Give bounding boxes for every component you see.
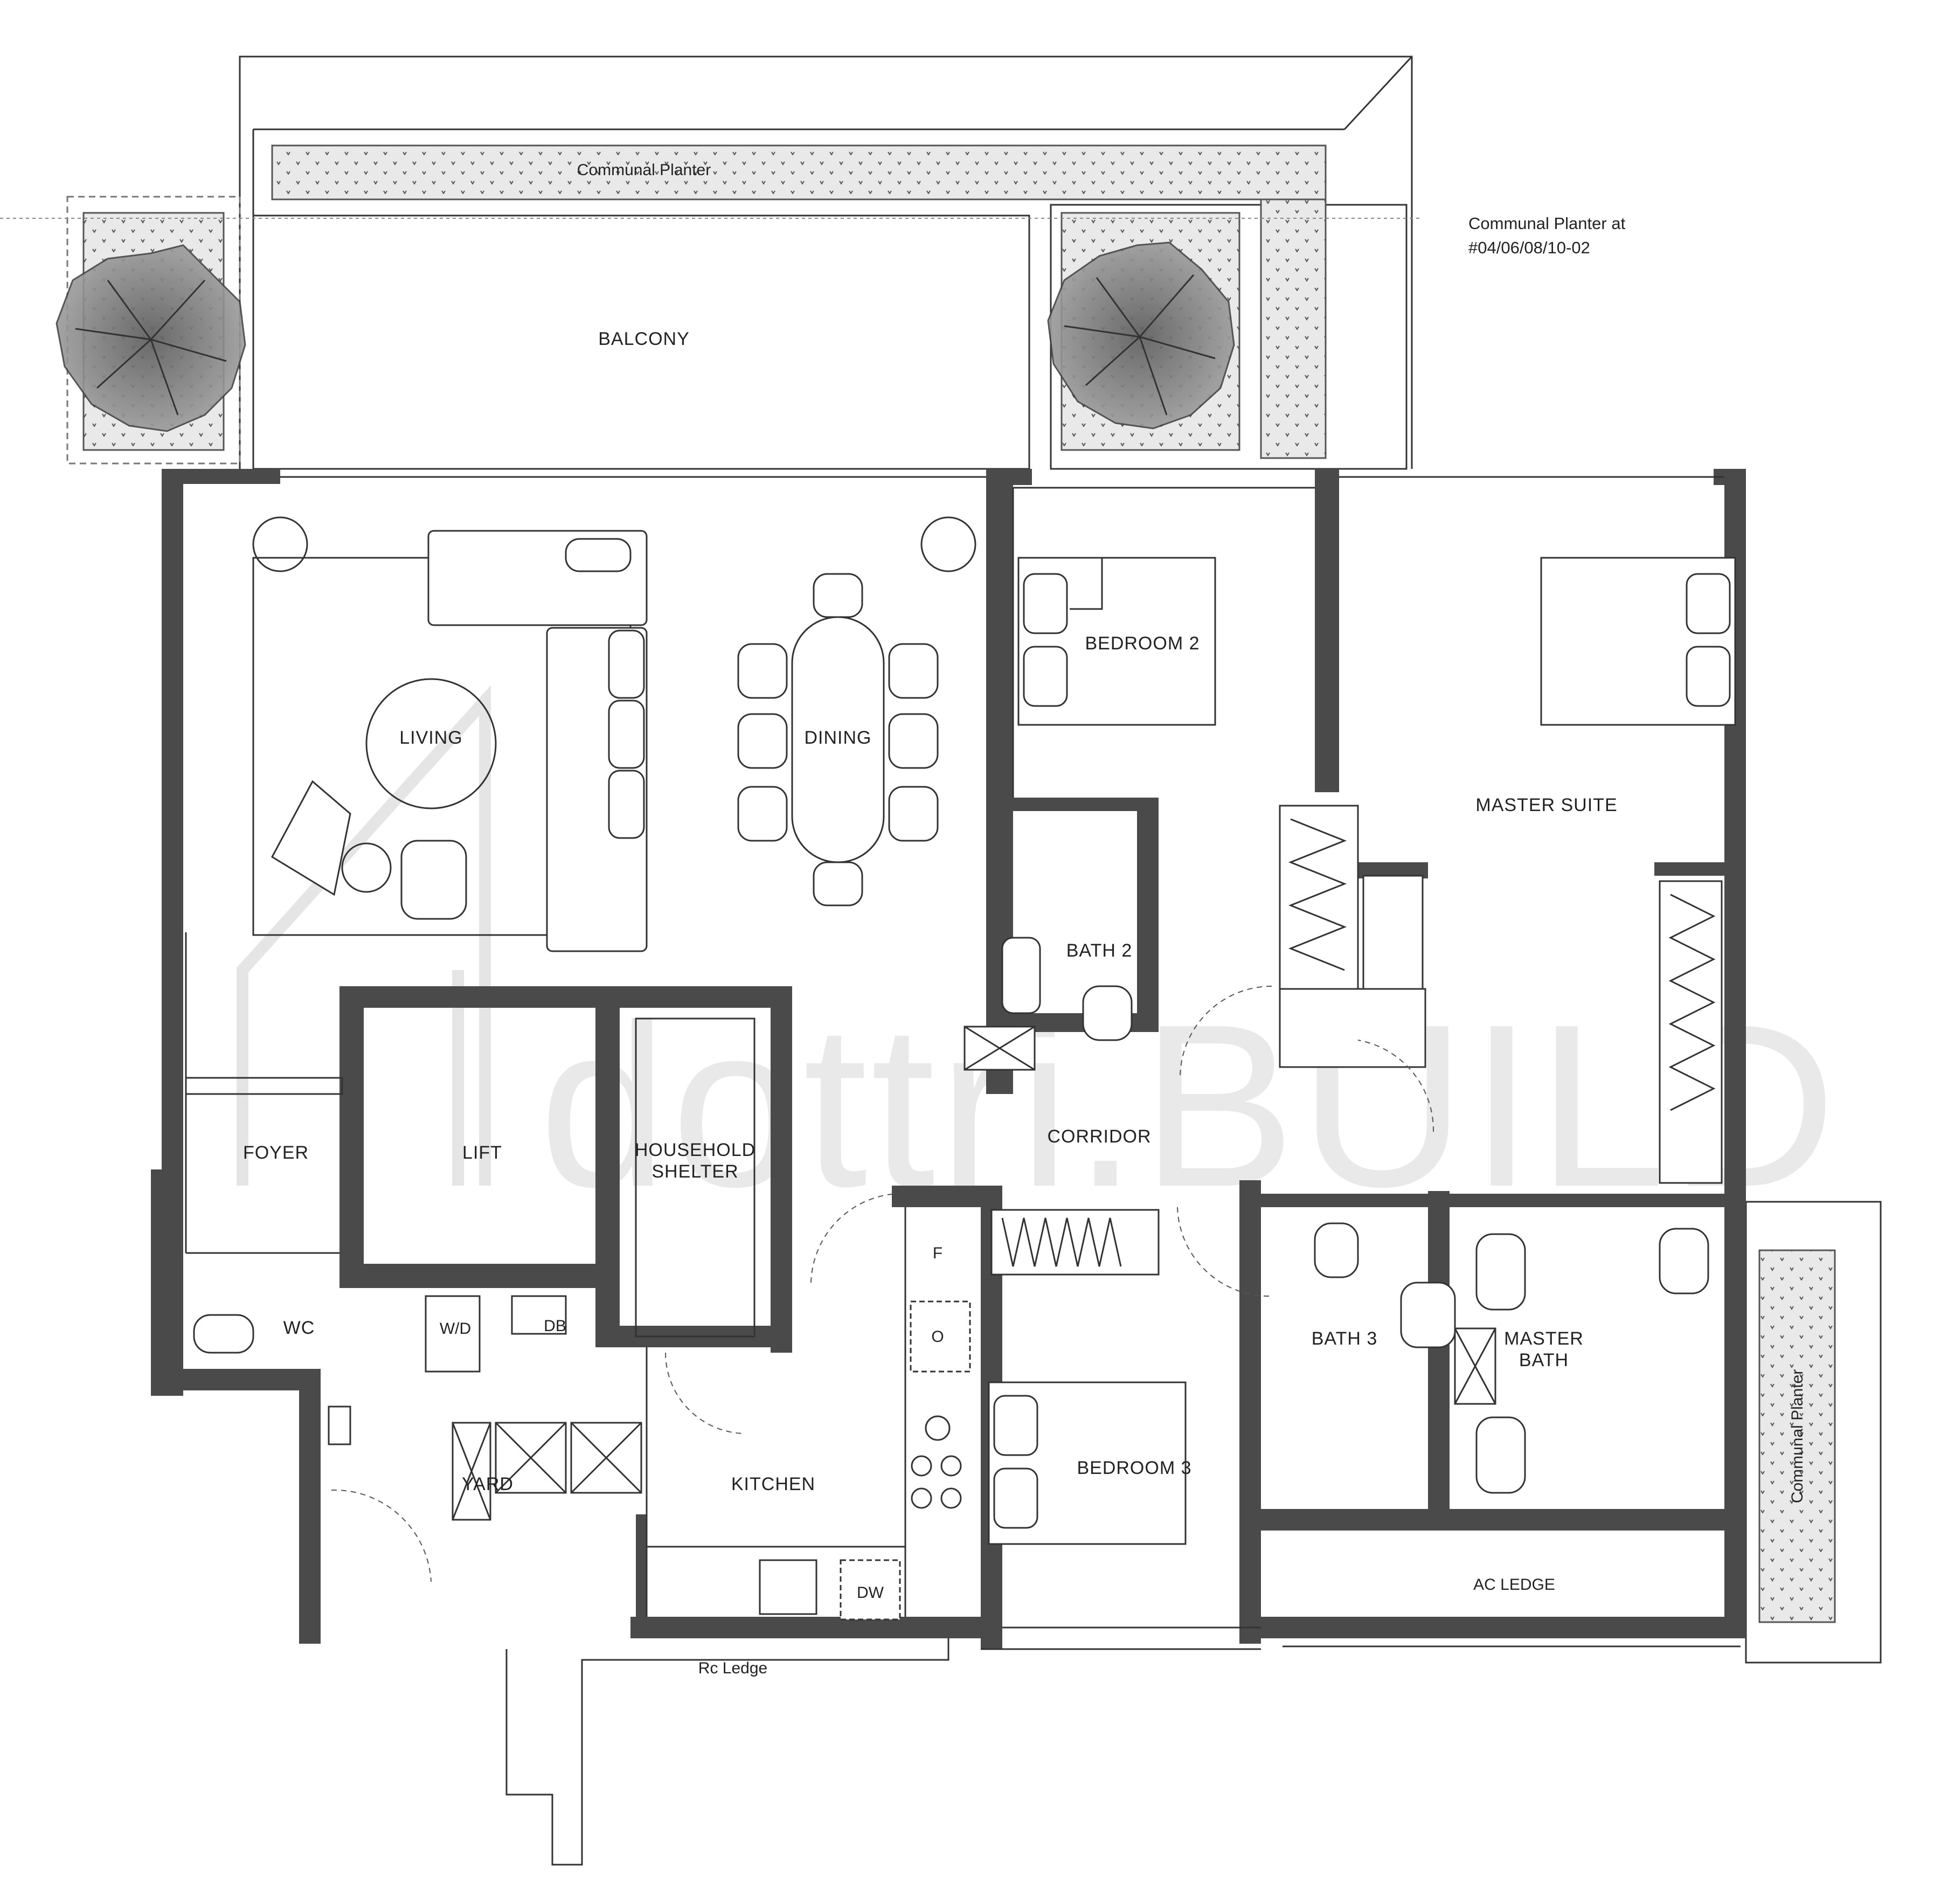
note-communal-planter-ref-line2: #04/06/08/10-02	[1468, 238, 1590, 257]
room-label-wc: WC	[283, 1318, 315, 1338]
tree-icon	[1047, 241, 1235, 430]
fixture-label-fridge: F	[933, 1244, 942, 1262]
room-label-foyer: FOYER	[243, 1143, 309, 1163]
room-label-ac-ledge: AC LEDGE	[1473, 1576, 1555, 1594]
bed-icon	[1540, 557, 1736, 726]
fixture-label-db: DB	[544, 1317, 566, 1335]
room-label-bedroom-2: BEDROOM 2	[1085, 633, 1200, 654]
room-label-household-shelter-line1: HOUSEHOLD	[635, 1140, 755, 1160]
note-rc-ledge: Rc Ledge	[698, 1659, 767, 1677]
room-label-bath-2: BATH 2	[1066, 940, 1133, 961]
fixture-label-washer-dryer: W/D	[440, 1320, 471, 1338]
room-label-household-shelter-line2: SHELTER	[651, 1161, 738, 1182]
dining-table	[737, 573, 939, 906]
fixture-label-oven: O	[931, 1328, 944, 1346]
room-labels: BALCONY LIVING DINING BEDROOM 2 MASTER S…	[243, 329, 1617, 1594]
room-label-living: LIVING	[399, 728, 462, 748]
tree-icon	[56, 244, 246, 432]
notes: Communal Planter Communal Planter at #04…	[577, 161, 1806, 1677]
bed-icon	[1017, 557, 1216, 726]
room-label-master-suite: MASTER SUITE	[1475, 795, 1617, 815]
door-swings	[331, 986, 1434, 1582]
note-communal-planter-top: Communal Planter	[577, 161, 711, 179]
walls	[151, 469, 1746, 1649]
note-communal-planter-ref-line1: Communal Planter at	[1468, 214, 1626, 233]
room-label-kitchen: KITCHEN	[731, 1474, 815, 1494]
armchair-icon	[271, 780, 467, 920]
room-label-dining: DINING	[805, 728, 872, 748]
communal-planter-right	[1745, 1201, 1882, 1664]
room-label-yard: YARD	[462, 1474, 514, 1494]
fixture-labels: W/D DB F O DW	[440, 1244, 944, 1602]
sofa	[427, 530, 648, 952]
room-label-corridor: CORRIDOR	[1047, 1126, 1151, 1147]
room-label-master-bath-line1: MASTER	[1504, 1328, 1584, 1349]
room-label-balcony: BALCONY	[598, 329, 690, 349]
wardrobe	[990, 805, 1723, 1276]
fixture-label-dishwasher: DW	[857, 1584, 884, 1602]
room-label-lift: LIFT	[462, 1143, 502, 1163]
room-label-bath-3: BATH 3	[1312, 1328, 1378, 1349]
bath-fixtures	[193, 937, 1709, 1521]
interior-lines	[185, 476, 1741, 1866]
room-label-master-bath-line2: BATH	[1519, 1350, 1569, 1370]
room-label-bedroom-3: BEDROOM 3	[1077, 1458, 1191, 1478]
note-communal-planter-right: Communal Planter	[1789, 1369, 1806, 1503]
kitchen-fixtures	[425, 1295, 971, 1621]
bed-icon	[988, 1381, 1187, 1545]
